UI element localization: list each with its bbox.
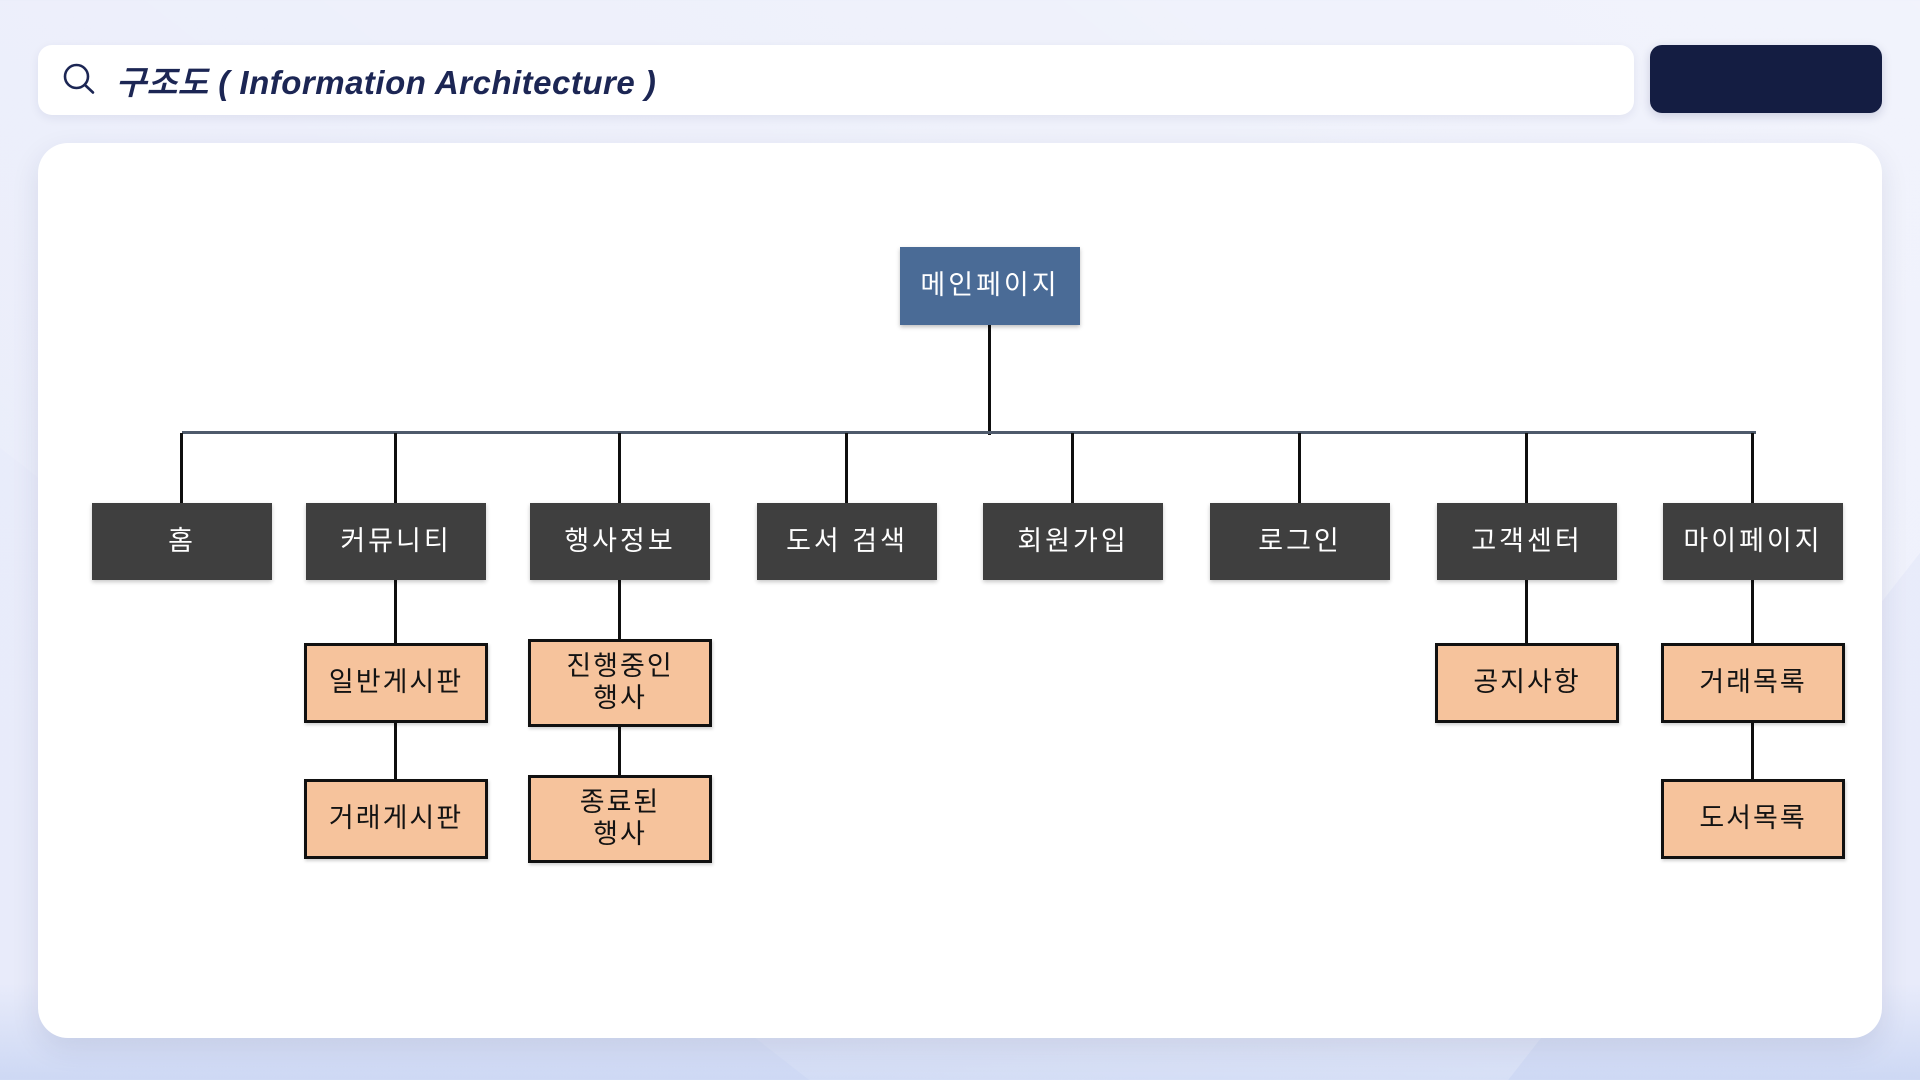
node-login: 로그인 [1210,503,1390,580]
connector-community [394,433,397,507]
search-bar[interactable]: 구조도 ( Information Architecture ) [38,45,1634,115]
node-home: 홈 [92,503,272,580]
node-customer-center: 고객센터 [1437,503,1617,580]
connector-customer-center [1525,433,1528,507]
header-action-button[interactable] [1650,45,1882,113]
node-book-list: 도서목록 [1661,779,1845,859]
connector-home [180,433,183,507]
node-event-info: 행사정보 [530,503,710,580]
node-ongoing-events: 진행중인 행사 [528,639,712,727]
connector-signup [1071,433,1074,507]
connector-trade-list [1751,575,1754,647]
connector-root [988,321,991,435]
node-trade-board: 거래게시판 [304,779,488,859]
diagram-panel: 메인페이지 홈 커뮤니티 행사정보 도서 검색 회원가입 로그인 고객센터 마이… [38,143,1882,1038]
node-trade-list: 거래목록 [1661,643,1845,723]
node-mypage: 마이페이지 [1663,503,1843,580]
connector-book-list [1751,719,1754,783]
connector-book-search [845,433,848,507]
connector-horizontal [182,431,1756,434]
node-book-search: 도서 검색 [757,503,937,580]
node-main-page: 메인페이지 [900,247,1080,325]
node-community: 커뮤니티 [306,503,486,580]
connector-event-info [618,433,621,507]
page-title: 구조도 ( Information Architecture ) [116,64,657,101]
node-ended-events: 종료된 행사 [528,775,712,863]
node-notice: 공지사항 [1435,643,1619,723]
node-general-board: 일반게시판 [304,643,488,723]
connector-notice [1525,575,1528,647]
connector-ongoing-events [618,575,621,647]
connector-general-board [394,575,397,647]
connector-mypage [1751,433,1754,507]
search-icon [63,63,95,94]
connector-trade-board [394,719,397,783]
node-signup: 회원가입 [983,503,1163,580]
connector-login [1298,433,1301,507]
connector-ended-events [618,719,621,783]
